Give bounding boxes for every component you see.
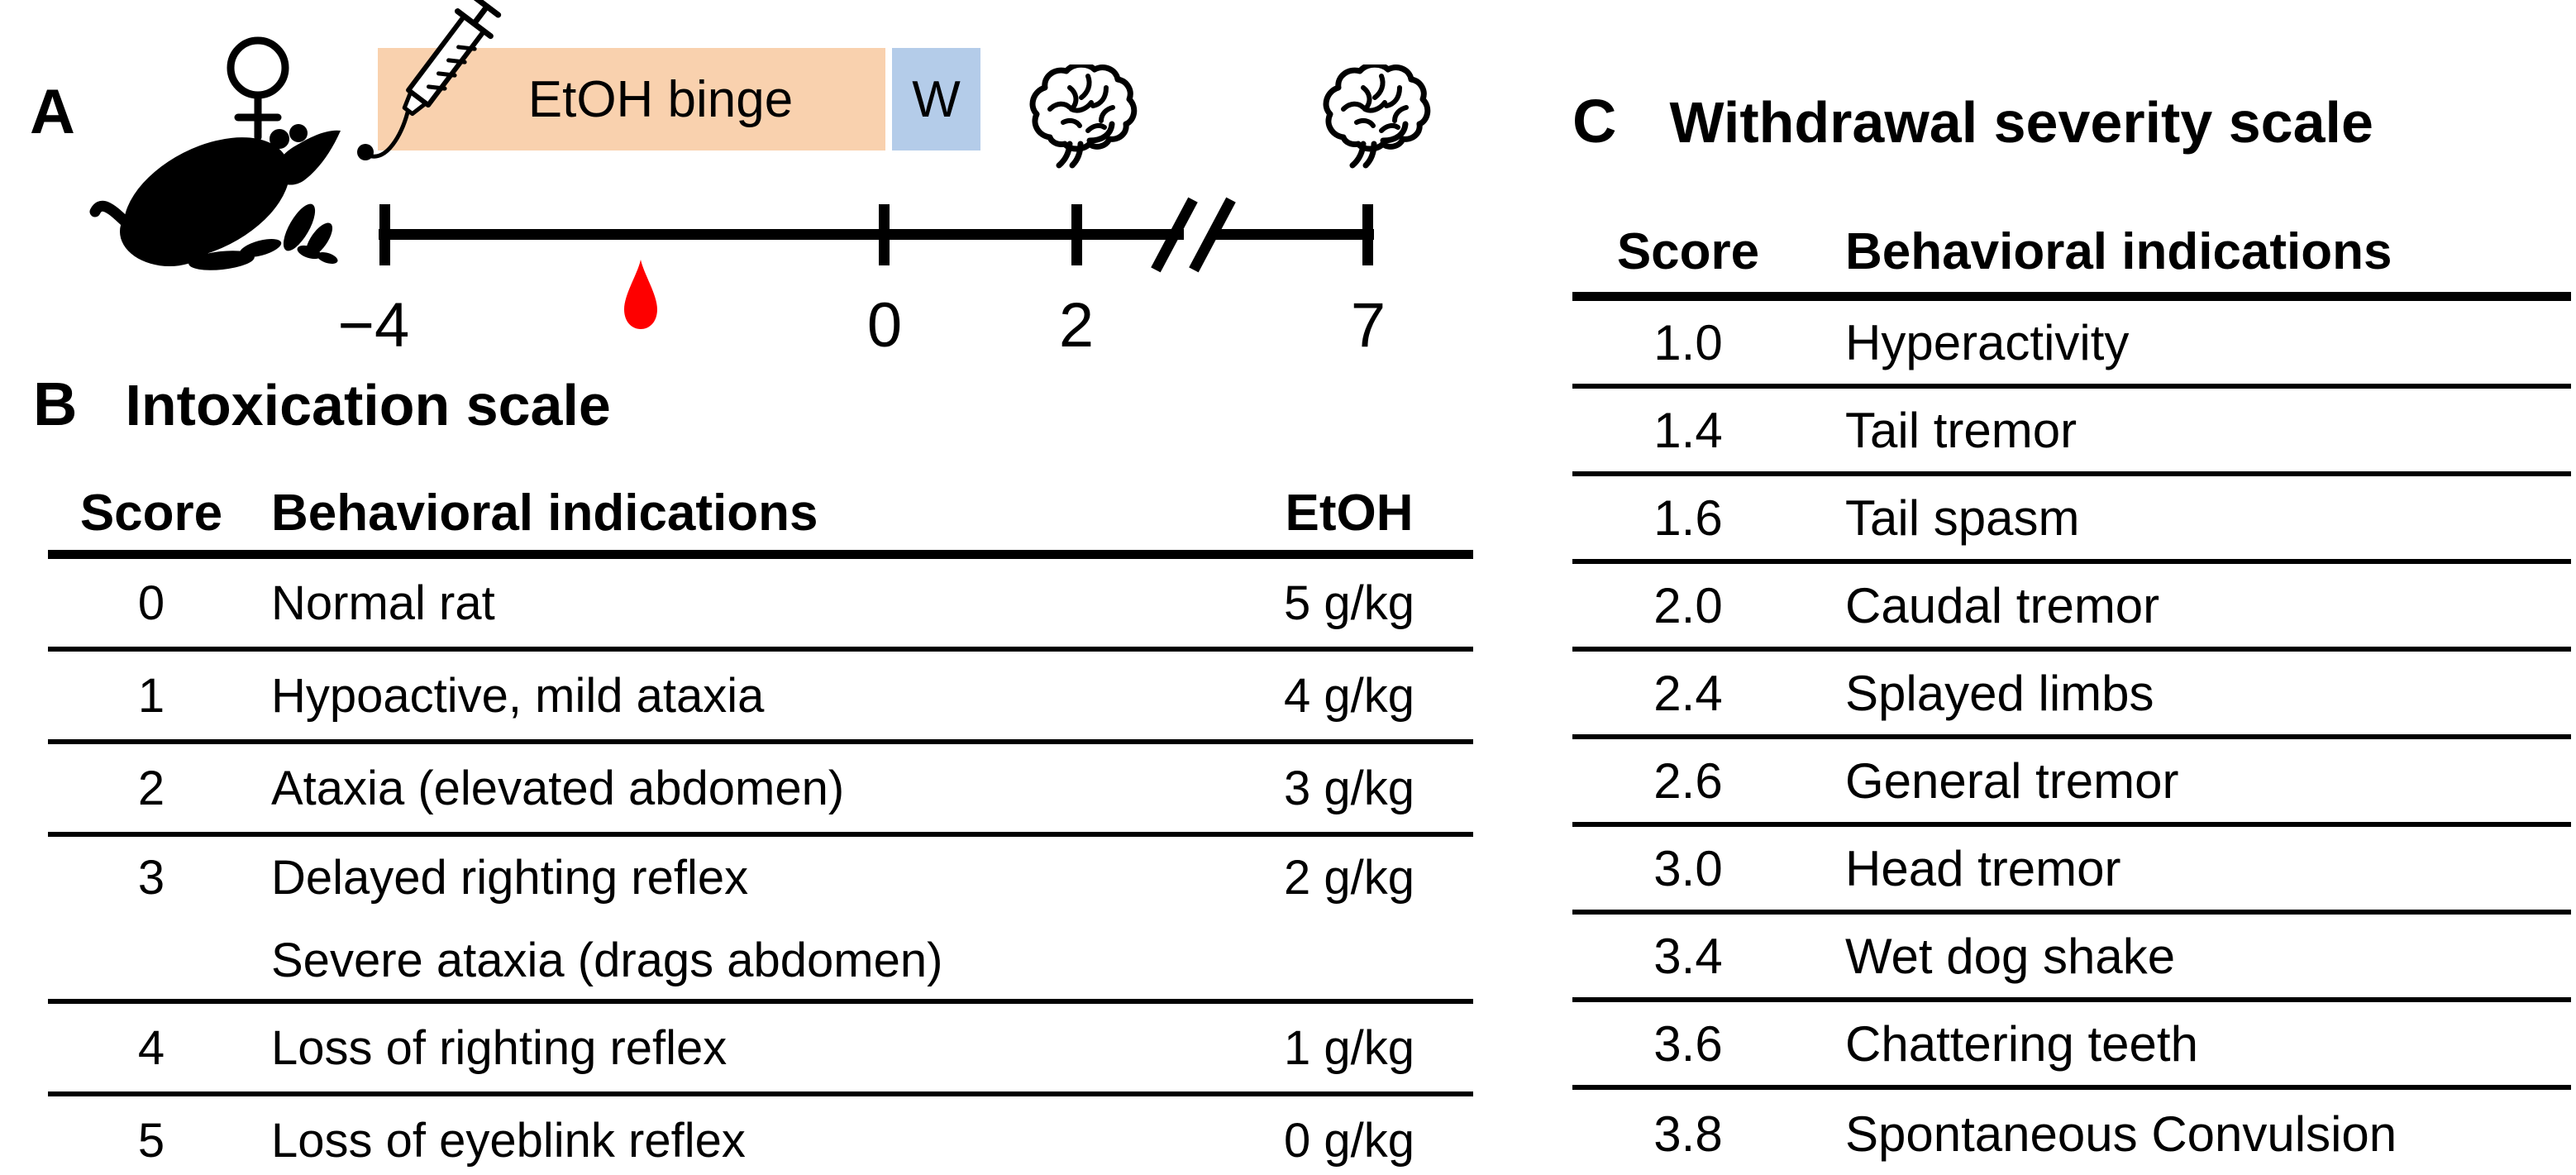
behavior-cell: Head tremor: [1845, 840, 2121, 896]
female-symbol-icon: [227, 36, 289, 141]
behavior-cell: General tremor: [1845, 752, 2179, 809]
score-cell: 2: [137, 761, 165, 815]
table-row: 3.0 Head tremor: [1572, 827, 2571, 915]
score-cell: 3.6: [1653, 1015, 1723, 1072]
etoh-binge-label: EtOH binge: [527, 70, 794, 128]
table-row: 3.4 Wet dog shake: [1572, 915, 2571, 1002]
brain-icon-day7: [1319, 64, 1434, 169]
panel-c-title: C Withdrawal severity scale: [1572, 91, 2373, 152]
score-cell: 2.6: [1653, 752, 1723, 809]
score-cell: 1.0: [1653, 314, 1723, 370]
col-header-score: Score: [79, 484, 223, 542]
col-header-score: Score: [1616, 222, 1760, 280]
brain-icon-day2: [1025, 64, 1141, 169]
score-cell: 3.4: [1653, 928, 1723, 984]
withdrawal-severity-table: Score Behavioral indications 1.0 Hyperac…: [1572, 211, 2571, 1175]
score-cell: 3.0: [1653, 840, 1723, 896]
timeline-label-0: 0: [866, 290, 903, 361]
behavior-cell: Delayed righting reflex Severe ataxia (d…: [255, 837, 1225, 1002]
score-cell: 1.6: [1653, 490, 1723, 546]
panel-b-title-text: Intoxication scale: [125, 373, 611, 437]
score-cell: 1.4: [1653, 402, 1723, 458]
behavior-cell: Tail tremor: [1845, 402, 2077, 458]
table-row: 3.8 Spontaneous Convulsion: [1572, 1090, 2571, 1175]
withdrawal-box-label: W: [912, 70, 961, 128]
withdrawal-box: W: [892, 48, 980, 150]
behavior-cell: Normal rat: [271, 576, 495, 630]
timeline-tick-2: [1071, 204, 1082, 265]
etoh-cell: 4 g/kg: [1284, 668, 1414, 723]
score-cell: 3.8: [1653, 1106, 1723, 1162]
intoxication-scale-table: Score Behavioral indications EtOH 0 Norm…: [48, 475, 1473, 1175]
behavior-line-1: Delayed righting reflex: [271, 851, 749, 905]
behavior-cell: Loss of eyeblink reflex: [271, 1113, 746, 1168]
score-cell: 2.4: [1653, 665, 1723, 721]
table-row: 2 Ataxia (elevated abdomen) 3 g/kg: [48, 744, 1473, 837]
table-row: 3 Delayed righting reflex Severe ataxia …: [48, 837, 1473, 1004]
behavior-cell: Wet dog shake: [1845, 928, 2176, 984]
header-rule: [48, 550, 1473, 559]
table-row: 2.6 General tremor: [1572, 739, 2571, 827]
score-cell: 1: [137, 668, 165, 723]
score-cell: 3: [137, 851, 165, 905]
blood-drop-icon: [624, 260, 657, 329]
table-row: 3.6 Chattering teeth: [1572, 1002, 2571, 1090]
behavior-cell: Hypoactive, mild ataxia: [271, 668, 765, 723]
table-row: 4 Loss of righting reflex 1 g/kg: [48, 1004, 1473, 1096]
behavior-line-2: Severe ataxia (drags abdomen): [271, 934, 943, 987]
header-rule: [1572, 292, 2571, 301]
score-cell: 0: [137, 576, 165, 630]
blood-drop-shape: [624, 260, 657, 329]
behavior-cell: Chattering teeth: [1845, 1015, 2198, 1072]
col-header-behavior: Behavioral indications: [271, 484, 818, 542]
etoh-cell: 5 g/kg: [1284, 576, 1414, 630]
panel-a-label: A: [30, 77, 75, 147]
panel-c-title-text: Withdrawal severity scale: [1669, 90, 2373, 155]
panel-b-label: B: [33, 370, 78, 438]
timeline-label-7: 7: [1350, 290, 1386, 361]
panel-c-label: C: [1572, 87, 1617, 155]
behavior-cell: Caudal tremor: [1845, 577, 2160, 633]
table-row: 1.0 Hyperactivity: [1572, 301, 2571, 389]
etoh-cell: 3 g/kg: [1284, 761, 1414, 815]
behavior-cell: Tail spasm: [1845, 490, 2080, 546]
table-row: 1.4 Tail tremor: [1572, 389, 2571, 476]
table-row: 2.4 Splayed limbs: [1572, 652, 2571, 739]
intoxication-table-header: Score Behavioral indications EtOH: [48, 475, 1473, 550]
col-header-etoh: EtOH: [1285, 484, 1414, 542]
syringe-icon: [357, 0, 502, 160]
table-row: 2.0 Caudal tremor: [1572, 564, 2571, 652]
etoh-cell: 1 g/kg: [1284, 1020, 1414, 1075]
table-row: 0 Normal rat 5 g/kg: [48, 559, 1473, 652]
table-row: 5 Loss of eyeblink reflex 0 g/kg: [48, 1096, 1473, 1175]
behavior-cell: Spontaneous Convulsion: [1845, 1106, 2397, 1162]
panel-b-title: B Intoxication scale: [33, 374, 611, 435]
behavior-cell: Loss of righting reflex: [271, 1020, 727, 1075]
score-cell: 4: [137, 1020, 165, 1075]
etoh-cell: 0 g/kg: [1284, 1113, 1414, 1168]
timeline-label-minus4: −4: [337, 290, 410, 361]
withdrawal-table-header: Score Behavioral indications: [1572, 211, 2571, 292]
timeline-tick-0: [879, 204, 890, 265]
timeline-tick-7: [1362, 204, 1373, 265]
behavior-cell: Splayed limbs: [1845, 665, 2154, 721]
table-row: 1.6 Tail spasm: [1572, 476, 2571, 564]
score-cell: 2.0: [1653, 577, 1723, 633]
timeline-bar-right: [1212, 229, 1374, 240]
timeline-bar-left: [379, 229, 1184, 240]
score-cell: 5: [137, 1113, 165, 1168]
col-header-behavior: Behavioral indications: [1845, 222, 2392, 280]
behavior-cell: Hyperactivity: [1845, 314, 2130, 370]
etoh-cell: 2 g/kg: [1284, 851, 1414, 905]
table-row: 1 Hypoactive, mild ataxia 4 g/kg: [48, 652, 1473, 744]
behavior-cell: Ataxia (elevated abdomen): [271, 761, 845, 815]
rat-silhouette-icon: [89, 124, 341, 270]
timeline-tick-minus4: [379, 204, 390, 265]
timeline-label-2: 2: [1058, 290, 1095, 361]
etoh-binge-box: EtOH binge: [378, 48, 885, 150]
